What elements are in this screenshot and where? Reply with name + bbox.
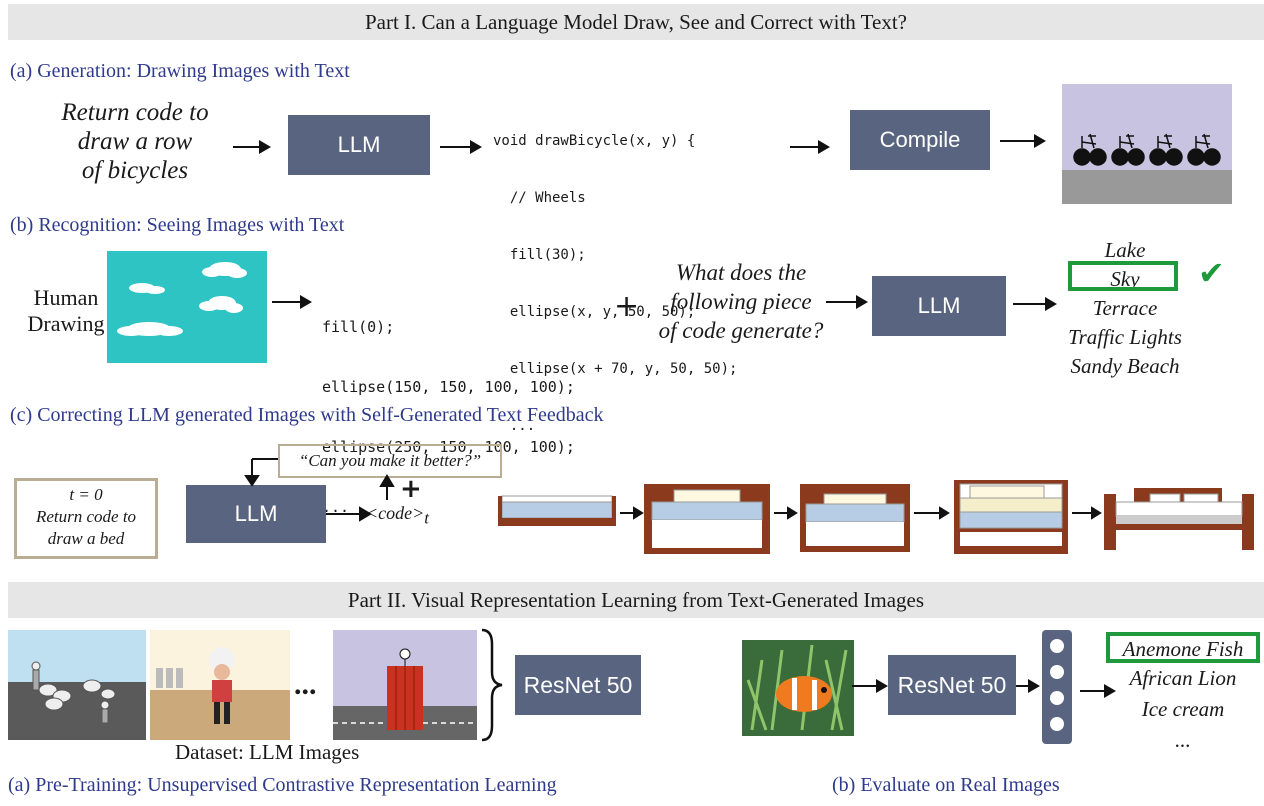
recognition-options: Lake Sky Terrace Traffic Lights Sandy Be… (1068, 238, 1182, 378)
bed-iterations (498, 480, 1254, 554)
t0-prompt-box: t = 0 Return code to draw a bed (14, 478, 158, 559)
arrow (1000, 134, 1046, 148)
llm-box: LLM (288, 115, 430, 175)
tower-image (333, 630, 477, 740)
bed-iteration-4 (954, 480, 1068, 554)
feedback-loop (244, 458, 395, 522)
more-images-ellipsis: ... (294, 668, 317, 701)
anemone-fish-image (742, 640, 854, 736)
section-b-title: (b) Recognition: Seeing Images with Text (10, 214, 345, 236)
bed-iteration-5 (1104, 488, 1254, 550)
feature-vector (1042, 630, 1072, 744)
llm-box: LLM (186, 485, 326, 543)
section-c-title: (c) Correcting LLM generated Images with… (10, 404, 604, 426)
plus-sign: + (614, 289, 640, 324)
recognition-question: What does the following piece of code ge… (658, 260, 824, 343)
clouds-drawing (107, 251, 267, 363)
arrow (1016, 679, 1040, 693)
person-image (150, 630, 290, 740)
plus-sign: + (400, 474, 422, 504)
feedback-box: “Can you make it better?” (278, 444, 502, 478)
resnet-box-evaluation: ResNet 50 (888, 655, 1016, 715)
sheep-image (8, 630, 146, 740)
compile-box: Compile (850, 110, 990, 170)
generated-code: void drawBicycle(x, y) { // Wheels fill(… (493, 133, 738, 434)
arrow (790, 140, 830, 154)
generation-prompt: Return code to draw a row of bicycles (61, 99, 209, 184)
section-pretraining-title: (a) Pre-Training: Unsupervised Contrasti… (8, 774, 557, 796)
class-predictions: Anemone Fish African Lion Ice cream ... (1106, 632, 1260, 756)
checkmark-icon: ✔ (1198, 254, 1225, 292)
arrow (1013, 297, 1057, 311)
arrow (233, 140, 271, 154)
part2-banner: Part II. Visual Representation Learning … (8, 582, 1264, 618)
code-t-label: <code>t (366, 503, 430, 528)
section-a-title: (a) Generation: Drawing Images with Text (10, 60, 350, 82)
bicycles-image (1062, 84, 1232, 204)
arrow (440, 140, 482, 154)
dataset-label: Dataset: LLM Images (175, 740, 360, 764)
bed-iteration-2 (644, 484, 770, 554)
answer-highlight (1068, 261, 1178, 291)
arrow (1080, 684, 1116, 698)
human-drawing-label: Human Drawing (27, 285, 105, 336)
bed-iteration-1 (498, 495, 616, 526)
llm-box: LLM (872, 276, 1006, 336)
arrow (272, 295, 312, 309)
section-evaluation-title: (b) Evaluate on Real Images (832, 774, 1060, 796)
predicted-class-highlight: Anemone Fish (1106, 632, 1260, 663)
arrow (826, 295, 868, 309)
resnet-box-pretraining: ResNet 50 (515, 655, 641, 715)
brace (481, 628, 503, 742)
arrow (852, 679, 888, 693)
recognition-code: fill(0); ellipse(150, 150, 100, 100); el… (322, 318, 575, 516)
part1-banner: Part I. Can a Language Model Draw, See a… (8, 4, 1264, 40)
bed-iteration-3 (800, 484, 910, 552)
